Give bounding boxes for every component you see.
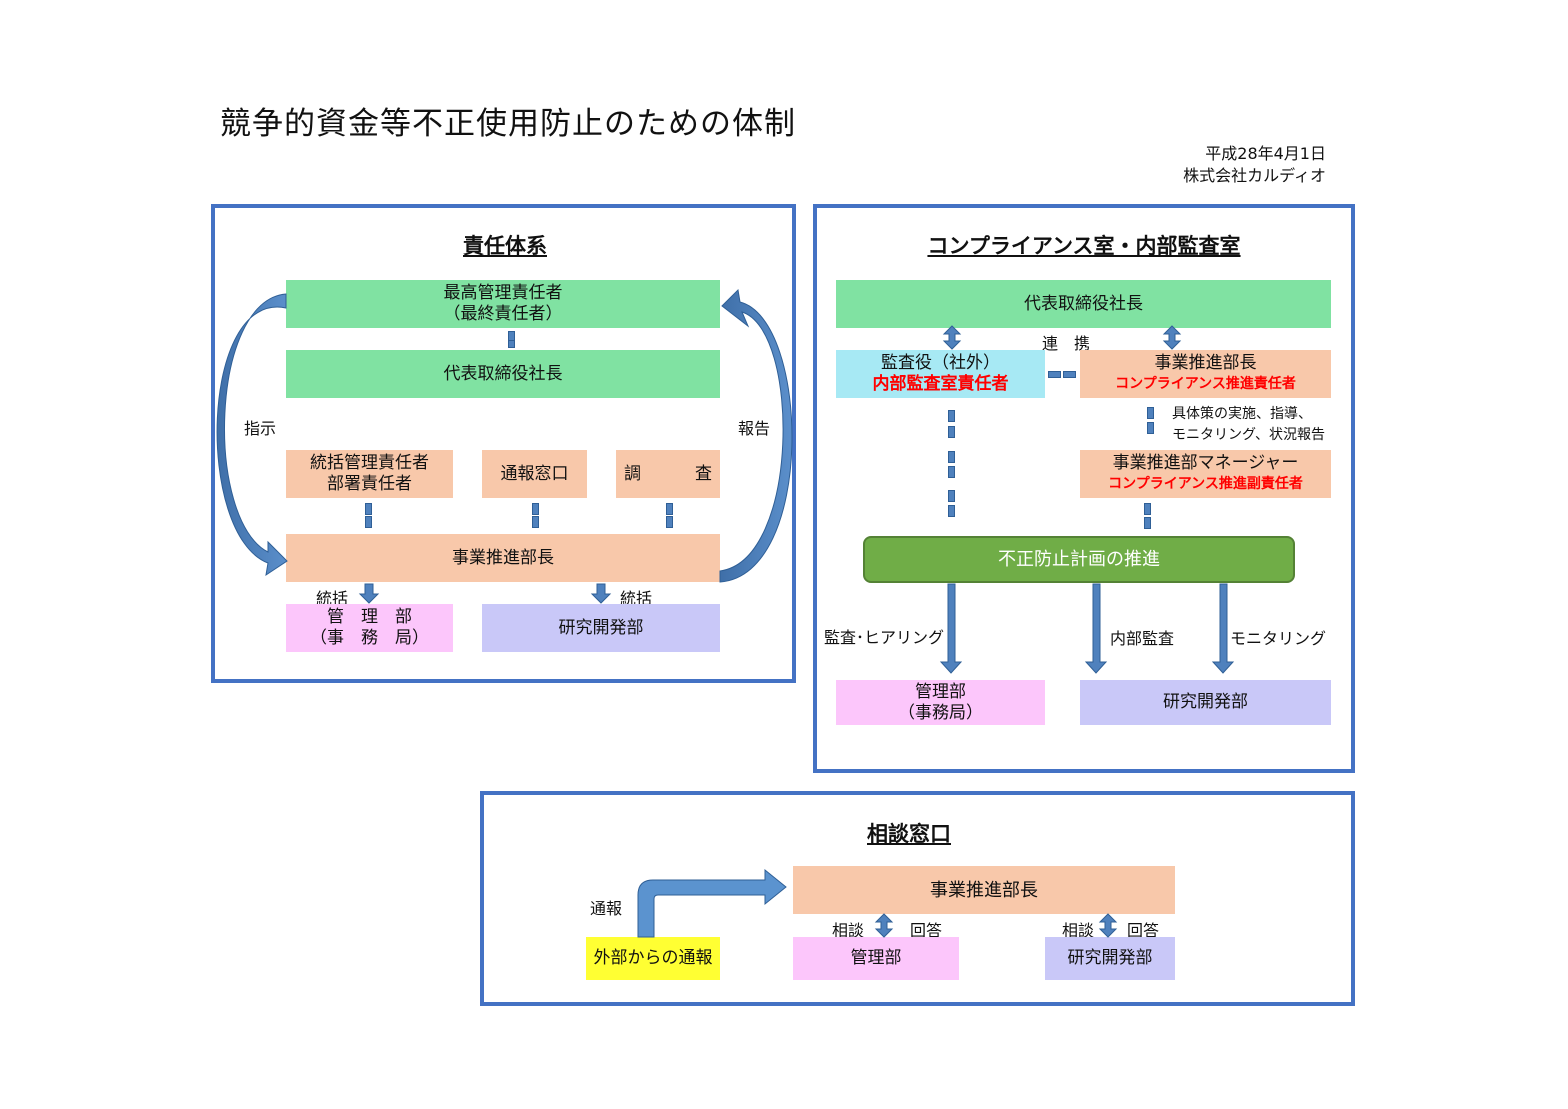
consult-admin-dept-box: 管理部 bbox=[793, 937, 959, 980]
external-report-label: 外部からの通報 bbox=[593, 948, 713, 968]
dept-manager-label: 部署責任者 bbox=[327, 474, 412, 494]
connector-dash bbox=[948, 505, 955, 517]
connector-dash bbox=[666, 516, 673, 528]
report-label: 通報 bbox=[590, 899, 623, 918]
page-title: 競争的資金等不正使用防止のための体制 bbox=[220, 106, 796, 142]
connector-dash bbox=[1147, 422, 1154, 434]
consult-business-head-label: 事業推進部長 bbox=[930, 879, 1038, 901]
admin-dept-sub: （事 務 局） bbox=[310, 628, 429, 648]
whistleblow-desk-label: 通報窓口 bbox=[500, 463, 569, 484]
connector-dash bbox=[1144, 517, 1151, 529]
consult-label-left: 相談 bbox=[832, 921, 865, 940]
connector-dash bbox=[666, 503, 673, 515]
compliance-rnd-dept-label: 研究開発部 bbox=[1163, 692, 1248, 712]
compliance-title: コンプライアンス室・内部監査室 bbox=[927, 234, 1241, 258]
connector-dash bbox=[508, 340, 515, 348]
connector-dash bbox=[365, 503, 372, 515]
internal-audit-head-label: 内部監査室責任者 bbox=[872, 374, 1009, 394]
investigation-box: 調 査 bbox=[616, 450, 720, 498]
fraud-prevention-plan-box: 不正防止計画の推進 bbox=[863, 536, 1295, 583]
connector-dash bbox=[948, 451, 955, 463]
connector-dash bbox=[1048, 371, 1061, 378]
manager-label: 事業推進部マネージャー bbox=[1112, 453, 1299, 473]
instruction-label: 指示 bbox=[244, 419, 277, 438]
consult-label-right: 相談 bbox=[1062, 921, 1095, 940]
investigation-label-1: 調 bbox=[624, 463, 641, 484]
consult-business-head-box: 事業推進部長 bbox=[793, 866, 1175, 914]
rnd-dept-box: 研究開発部 bbox=[482, 604, 720, 652]
date-label: 平成28年4月1日 bbox=[1205, 144, 1326, 163]
compliance-president-box: 代表取締役社長 bbox=[836, 280, 1331, 328]
report-label: 報告 bbox=[738, 419, 771, 438]
audit-hearing-label: 監査･ヒアリング bbox=[824, 628, 945, 647]
business-head-label: 事業推進部長 bbox=[452, 547, 554, 568]
admin-dept-box: 管 理 部 （事 務 局） bbox=[286, 604, 453, 652]
compliance-officer-label: コンプライアンス推進責任者 bbox=[1115, 376, 1296, 392]
deputy-officer-label: コンプライアンス推進副責任者 bbox=[1108, 476, 1303, 492]
duties-label-1: 具体策の実施、指導、 bbox=[1172, 406, 1312, 422]
compliance-admin-dept-box: 管理部 （事務局） bbox=[836, 680, 1045, 725]
connector-dash bbox=[532, 503, 539, 515]
answer-label-left: 回答 bbox=[910, 921, 943, 940]
compliance-president-label: 代表取締役社長 bbox=[1024, 293, 1143, 314]
oversee-label-left: 統括 bbox=[316, 589, 349, 608]
connector-dash bbox=[365, 516, 372, 528]
consultation-title: 相談窓口 bbox=[867, 822, 951, 846]
connector-dash bbox=[948, 466, 955, 478]
connector-dash bbox=[948, 410, 955, 422]
compliance-admin-dept-sub: （事務局） bbox=[898, 702, 983, 723]
connector-dash bbox=[1144, 503, 1151, 515]
auditor-label: 監査役（社外） bbox=[881, 353, 1000, 373]
oversee-label-right: 統括 bbox=[620, 589, 653, 608]
coordination-label: 連 携 bbox=[1042, 334, 1091, 353]
chief-officer-box: 最高管理責任者 （最終責任者） bbox=[286, 280, 720, 328]
connector-dash bbox=[1063, 371, 1076, 378]
company-name: 株式会社カルディオ bbox=[1183, 166, 1326, 185]
consult-rnd-dept-label: 研究開発部 bbox=[1067, 948, 1153, 968]
auditor-box: 監査役（社外） 内部監査室責任者 bbox=[836, 350, 1045, 398]
manager-box: 事業推進部マネージャー コンプライアンス推進副責任者 bbox=[1080, 450, 1331, 498]
connector-dash bbox=[948, 426, 955, 438]
whistleblow-desk-box: 通報窓口 bbox=[482, 450, 587, 498]
connector-dash bbox=[532, 516, 539, 528]
answer-label-right: 回答 bbox=[1127, 921, 1160, 940]
consult-admin-dept-label: 管理部 bbox=[850, 948, 902, 968]
consult-rnd-dept-box: 研究開発部 bbox=[1045, 937, 1175, 980]
monitoring-label: モニタリング bbox=[1230, 629, 1327, 648]
admin-dept-label: 管 理 部 bbox=[327, 607, 412, 627]
president-box: 代表取締役社長 bbox=[286, 350, 720, 398]
chief-officer-label: 最高管理責任者 bbox=[443, 283, 563, 303]
compliance-admin-dept-label: 管理部 bbox=[915, 681, 966, 702]
president-label: 代表取締役社長 bbox=[443, 363, 563, 384]
connector-dash bbox=[948, 490, 955, 502]
rnd-dept-label: 研究開発部 bbox=[558, 617, 644, 638]
investigation-label-2: 査 bbox=[695, 463, 712, 484]
general-manager-label: 統括管理責任者 bbox=[310, 453, 429, 473]
compliance-head-box: 事業推進部長 コンプライアンス推進責任者 bbox=[1080, 350, 1331, 398]
general-manager-box: 統括管理責任者 部署責任者 bbox=[286, 450, 453, 498]
internal-audit-label: 内部監査 bbox=[1110, 629, 1175, 648]
connector-dash bbox=[1147, 407, 1154, 419]
fraud-prevention-plan-label: 不正防止計画の推進 bbox=[998, 549, 1160, 570]
business-head-box: 事業推進部長 bbox=[286, 534, 720, 582]
chief-officer-sub: （最終責任者） bbox=[443, 304, 563, 324]
compliance-rnd-dept-box: 研究開発部 bbox=[1080, 680, 1331, 725]
compliance-head-label: 事業推進部長 bbox=[1154, 353, 1257, 373]
responsibility-title: 責任体系 bbox=[463, 234, 547, 258]
duties-label-2: モニタリング、状況報告 bbox=[1172, 427, 1326, 443]
external-report-box: 外部からの通報 bbox=[586, 937, 720, 980]
